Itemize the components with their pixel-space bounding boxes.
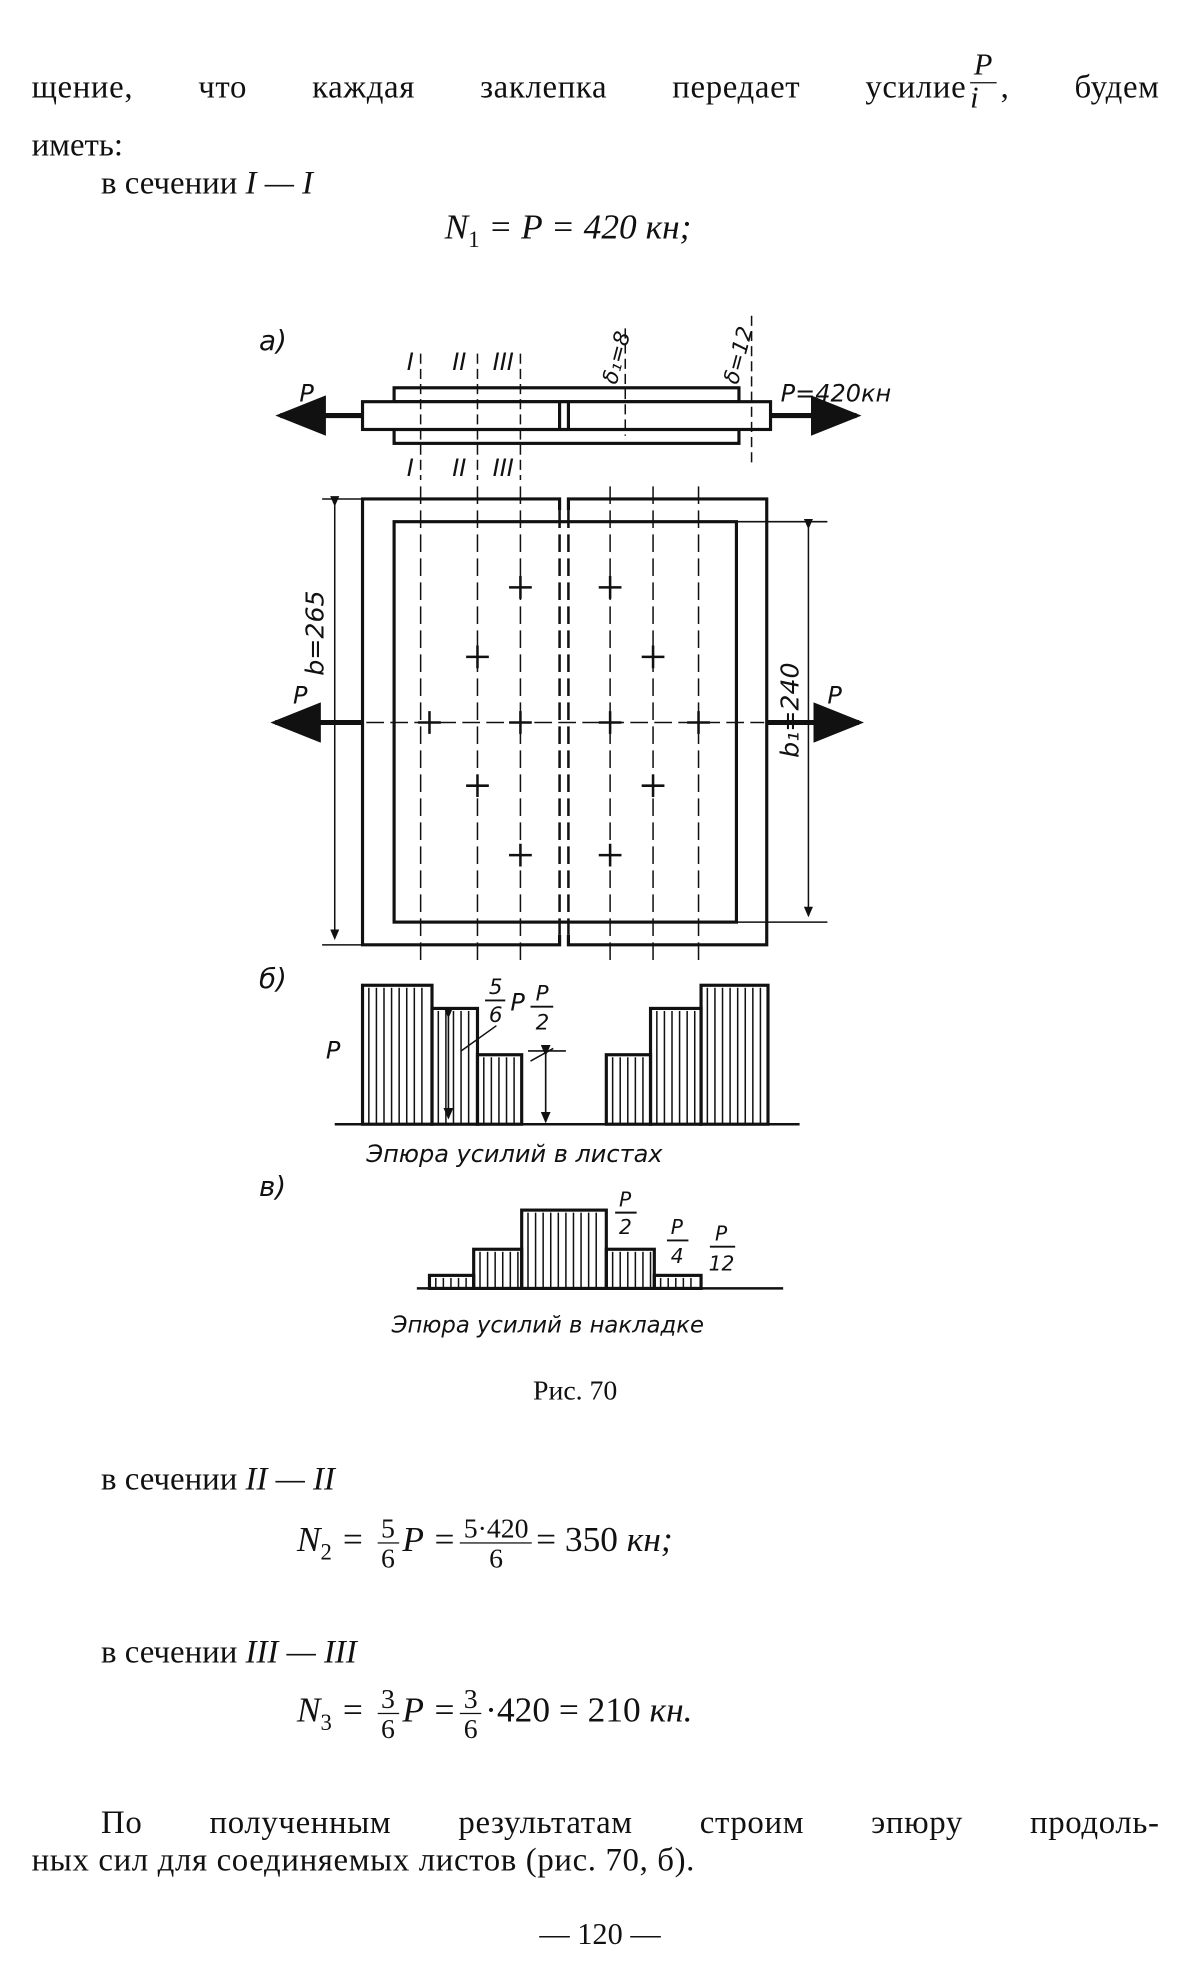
splice-force-bar bbox=[474, 1249, 522, 1288]
eq-sub: 3 bbox=[320, 1710, 331, 1735]
eq-p: P = bbox=[402, 1691, 456, 1730]
caption-v: Эпюра усилий в накладке bbox=[391, 1313, 704, 1339]
section-2-heading: в сечении II — II bbox=[101, 1463, 335, 1496]
p-label: P bbox=[510, 989, 525, 1017]
eq-lhs: N bbox=[297, 1691, 321, 1730]
force-bar bbox=[701, 985, 768, 1124]
section-label-bottom: III bbox=[493, 454, 514, 482]
eq-p: P = bbox=[402, 1521, 456, 1560]
force-label: P bbox=[827, 682, 842, 710]
rivet-cross-icon bbox=[642, 645, 665, 668]
roman: III — III bbox=[246, 1633, 357, 1670]
eq-sub: 2 bbox=[320, 1539, 331, 1564]
equation-n2: N2 = 56P =5·4206= 350 кн; bbox=[297, 1513, 673, 1573]
frac-num: 5 bbox=[377, 1513, 398, 1543]
rivet-cross-icon bbox=[642, 774, 665, 797]
rivet-cross-icon bbox=[418, 711, 441, 734]
delta1-label: δ₁=8 bbox=[598, 329, 636, 387]
force-label: P bbox=[293, 682, 308, 710]
rivet-cross-icon bbox=[509, 576, 532, 599]
roman: II — II bbox=[246, 1460, 335, 1497]
rivet-cross-icon bbox=[509, 711, 532, 734]
paragraph-line-2: ных сил для соединяемых листов (рис. 70,… bbox=[32, 1844, 695, 1877]
eq-result: = 350 bbox=[536, 1521, 618, 1560]
b-label: b=265 bbox=[300, 590, 329, 675]
frac-num: P bbox=[671, 1215, 684, 1239]
frac-den: 2 bbox=[536, 1010, 550, 1035]
caption-b: Эпюра усилий в листах bbox=[365, 1140, 663, 1168]
rivet-cross-icon bbox=[599, 576, 622, 599]
figure-caption: Рис. 70 bbox=[533, 1376, 617, 1407]
eq-lhs: N bbox=[297, 1521, 321, 1560]
p-label: P bbox=[326, 1037, 341, 1065]
section-label-top: III bbox=[493, 348, 514, 376]
eq-result: ·420 = 210 bbox=[485, 1691, 641, 1730]
force-value-label: P=420кн bbox=[781, 380, 892, 408]
eq-unit: кн; bbox=[627, 1521, 673, 1560]
figure-70: а) I II III I II III δ₁=8 δ=12 P P=420кн… bbox=[0, 0, 1200, 1415]
section-label-top: II bbox=[452, 348, 466, 376]
frac-num: 3 bbox=[460, 1684, 481, 1714]
rivet-cross-icon bbox=[599, 711, 622, 734]
frac-num: P bbox=[715, 1221, 728, 1245]
delta-label: δ=12 bbox=[719, 324, 758, 387]
frac-num: 5·420 bbox=[460, 1513, 532, 1543]
main-plates-side bbox=[363, 402, 771, 430]
text: в сечении bbox=[101, 1633, 237, 1670]
section-label-bottom: II bbox=[452, 454, 466, 482]
text: в сечении bbox=[101, 1460, 237, 1497]
rivet-cross-icon bbox=[466, 774, 489, 797]
rivet-cross-icon bbox=[687, 711, 710, 734]
frac-num: P bbox=[536, 981, 549, 1006]
plates-force-diagram bbox=[363, 985, 768, 1124]
rivets bbox=[418, 576, 710, 867]
frac-num: 5 bbox=[489, 975, 503, 1000]
frac-den: 6 bbox=[377, 1544, 398, 1573]
frac-den: 12 bbox=[709, 1252, 735, 1276]
splice-force-diagram bbox=[429, 1210, 701, 1288]
frac-den: 4 bbox=[671, 1244, 684, 1268]
equation-n3: N3 = 36P =36·420 = 210 кн. bbox=[297, 1684, 693, 1744]
section-label-bottom: I bbox=[407, 454, 414, 482]
paragraph-line-1: По полученным результатам строим эпюру п… bbox=[101, 1806, 1160, 1839]
splice-force-bar bbox=[522, 1210, 607, 1288]
eq-unit: кн. bbox=[650, 1691, 693, 1730]
frac-den: 2 bbox=[619, 1215, 632, 1239]
bottom-splice-plate bbox=[394, 429, 739, 443]
label-b: б) bbox=[259, 962, 287, 995]
rivet-cross-icon bbox=[509, 844, 532, 867]
splice-force-bar bbox=[606, 1249, 654, 1288]
label-v: в) bbox=[259, 1170, 286, 1203]
label-a: а) bbox=[259, 324, 287, 357]
frac-den: 6 bbox=[489, 1003, 503, 1028]
rivet-cross-icon bbox=[466, 645, 489, 668]
section-label-top: I bbox=[407, 348, 414, 376]
b1-label: b₁=240 bbox=[775, 662, 804, 758]
rivet-cross-icon bbox=[599, 844, 622, 867]
frac-num: 3 bbox=[377, 1684, 398, 1714]
top-splice-plate bbox=[394, 388, 739, 402]
frac-den: 6 bbox=[460, 1714, 481, 1743]
page-number: — 120 — bbox=[0, 1920, 1200, 1950]
frac-den: 6 bbox=[377, 1714, 398, 1743]
force-label: P bbox=[299, 380, 314, 408]
force-bar bbox=[651, 1008, 702, 1124]
frac-num: P bbox=[619, 1187, 632, 1211]
frac-den: 6 bbox=[460, 1544, 532, 1573]
section-3-heading: в сечении III — III bbox=[101, 1636, 357, 1669]
